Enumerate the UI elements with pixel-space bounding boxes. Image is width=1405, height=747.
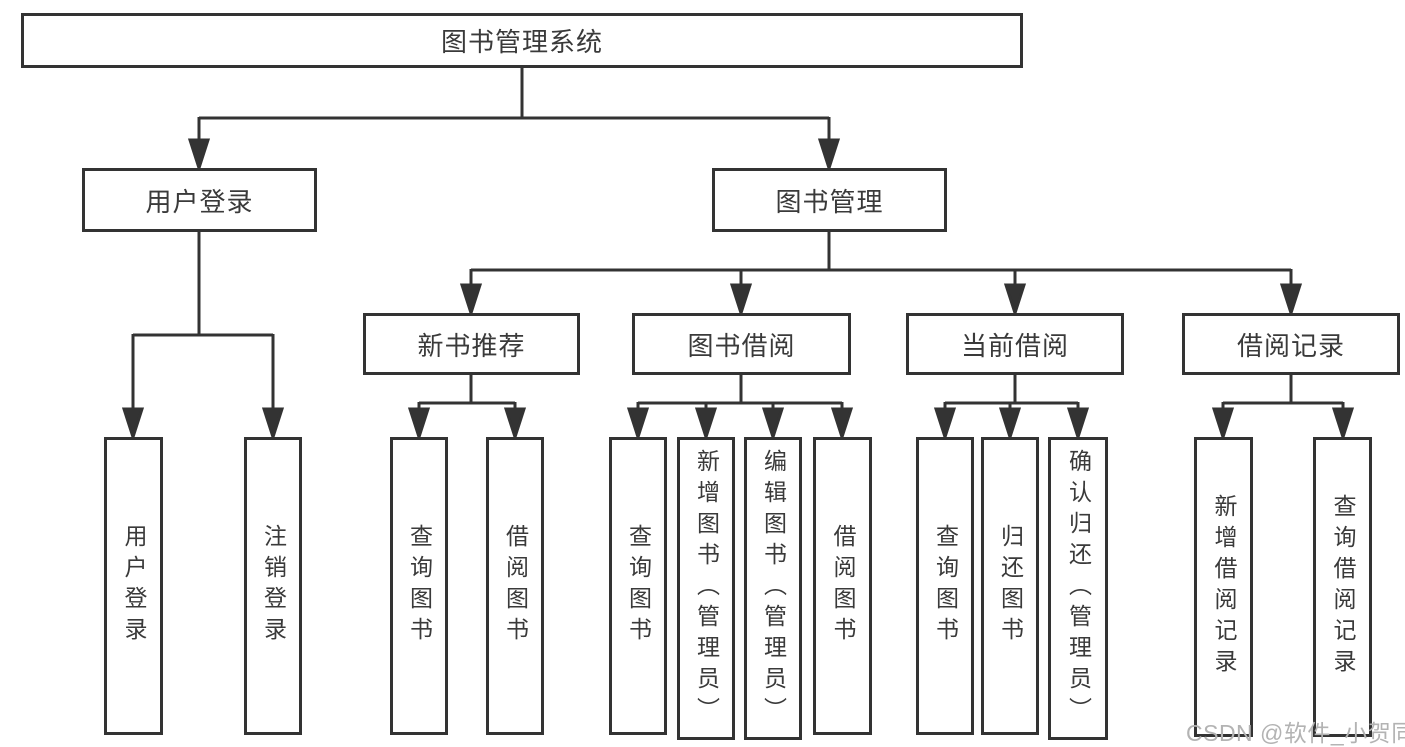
leaf-add-borrow-record: 新增借阅记录 bbox=[1194, 437, 1253, 737]
node-current-borrow-label: 当前借阅 bbox=[960, 330, 1069, 361]
leaf-confirm-return-admin-label: 确认归还（管理员） bbox=[1065, 449, 1092, 728]
leaf-borrow-books-2-label: 借阅图书 bbox=[830, 524, 856, 648]
csdn-watermark: CSDN @软件_小贺同学 bbox=[1186, 720, 1405, 746]
leaf-user-login: 用户登录 bbox=[104, 437, 163, 735]
connector-borrow-records-branch bbox=[1211, 375, 1355, 442]
leaf-query-borrow-record-label: 查询借阅记录 bbox=[1330, 494, 1356, 680]
leaf-confirm-return-admin: 确认归还（管理员） bbox=[1048, 437, 1108, 740]
leaf-return-books: 归还图书 bbox=[981, 437, 1039, 735]
node-borrow-records: 借阅记录 bbox=[1182, 313, 1400, 375]
leaf-user-login-label: 用户登录 bbox=[121, 524, 147, 648]
node-user-login-label: 用户登录 bbox=[145, 186, 254, 217]
leaf-query-books-2-label: 查询图书 bbox=[625, 524, 652, 648]
connector-current-borrow-branch bbox=[933, 375, 1090, 442]
leaf-return-books-label: 归还图书 bbox=[997, 524, 1024, 648]
node-root-label: 图书管理系统 bbox=[440, 27, 603, 57]
connector-new-book-branch bbox=[407, 375, 527, 442]
connector-book-borrow-branch bbox=[626, 375, 854, 442]
leaf-logout: 注销登录 bbox=[244, 437, 302, 735]
node-book-management-label: 图书管理 bbox=[775, 186, 884, 217]
leaf-logout-label: 注销登录 bbox=[260, 524, 287, 648]
node-user-login: 用户登录 bbox=[82, 168, 317, 232]
leaf-add-book-admin: 新增图书（管理员） bbox=[677, 437, 735, 740]
leaf-query-books-1: 查询图书 bbox=[390, 437, 448, 735]
leaf-query-books-2: 查询图书 bbox=[609, 437, 667, 735]
node-new-book-recommend: 新书推荐 bbox=[363, 313, 580, 375]
leaf-query-books-1-label: 查询图书 bbox=[406, 524, 433, 648]
leaf-borrow-books-1-label: 借阅图书 bbox=[502, 524, 529, 648]
leaf-borrow-books-2: 借阅图书 bbox=[813, 437, 872, 735]
node-book-borrow: 图书借阅 bbox=[632, 313, 851, 375]
node-current-borrow: 当前借阅 bbox=[906, 313, 1124, 375]
node-borrow-records-label: 借阅记录 bbox=[1236, 330, 1345, 361]
leaf-query-books-3-label: 查询图书 bbox=[932, 524, 959, 648]
leaf-edit-book-admin-label: 编辑图书（管理员） bbox=[760, 449, 787, 728]
leaf-borrow-books-1: 借阅图书 bbox=[486, 437, 544, 735]
leaf-add-book-admin-label: 新增图书（管理员） bbox=[693, 449, 720, 728]
node-book-borrow-label: 图书借阅 bbox=[687, 330, 796, 361]
node-book-management: 图书管理 bbox=[712, 168, 947, 232]
connector-user-login-branch bbox=[121, 232, 285, 442]
node-new-book-recommend-label: 新书推荐 bbox=[417, 330, 526, 361]
leaf-query-borrow-record: 查询借阅记录 bbox=[1313, 437, 1372, 737]
leaf-edit-book-admin: 编辑图书（管理员） bbox=[744, 437, 802, 740]
connector-root-to-level2 bbox=[187, 68, 841, 173]
leaf-query-books-3: 查询图书 bbox=[916, 437, 974, 735]
connector-book-management-branch bbox=[459, 232, 1303, 318]
node-root: 图书管理系统 bbox=[21, 13, 1023, 68]
leaf-add-borrow-record-label: 新增借阅记录 bbox=[1211, 494, 1237, 680]
